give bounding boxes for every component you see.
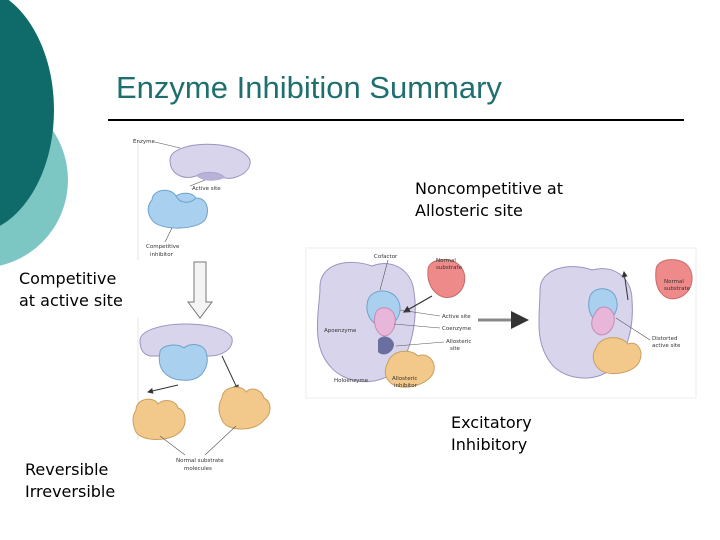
label-active-site: Active site <box>192 186 221 192</box>
label-competitive-inhibitor-1: Competitive <box>146 244 180 250</box>
label-normal-substrate-molecules-2: molecules <box>184 466 212 472</box>
label-distorted-active-site-2: active site <box>652 343 681 349</box>
note-noncompetitive-line-2: Allosteric site <box>415 201 523 220</box>
note-noncompetitive: Noncompetitive at Allosteric site <box>415 178 563 222</box>
note-noncompetitive-line-1: Noncompetitive at <box>415 179 563 198</box>
holoenzyme <box>316 261 416 383</box>
enzyme-top <box>169 143 251 181</box>
release-arrow-icon <box>621 271 629 301</box>
note-excitatory-inhibitory: Excitatory Inhibitory <box>451 412 532 456</box>
pink-substrate-right <box>655 259 693 300</box>
note-inhibitory: Inhibitory <box>451 435 528 454</box>
label-holoenzyme: Holoenzyme <box>334 378 369 384</box>
label-allosteric-site-2: site <box>450 346 461 352</box>
dark-teal-circle <box>0 0 54 226</box>
note-competitive-line-1: Competitive <box>19 269 117 288</box>
label-competitive-inhibitor-2: inhibitor <box>150 252 174 258</box>
label-normal-substrate-molecules-1: Normal substrate <box>176 458 224 464</box>
normal-substrate-left <box>132 398 186 440</box>
normal-substrate-right <box>218 386 271 430</box>
label-normal-substrate-2: substrate <box>436 265 463 271</box>
cofactor-arrow <box>402 295 433 313</box>
label-allosteric-site-1: Allosteric <box>446 339 471 345</box>
label-enzyme: Enzyme <box>133 139 155 145</box>
label-allosteric-inhibitor-2: inhibitor <box>394 383 418 389</box>
page-title: Enzyme Inhibition Summary <box>116 70 502 105</box>
label-normal-substrate-1: Normal <box>436 258 456 264</box>
competitive-inhibitor-top <box>147 189 209 229</box>
label-cofactor: Cofactor <box>374 254 398 260</box>
title-underline <box>108 119 684 121</box>
note-reversible-irreversible: Reversible Irreversible <box>25 459 115 503</box>
label-normal-substrate-right-1: Normal <box>664 279 684 285</box>
label-apoenzyme: Apoenzyme <box>324 328 357 334</box>
label-active-site-2: Active site <box>442 314 471 320</box>
down-arrow-icon <box>187 261 213 319</box>
allosteric-inhibitor-left <box>384 350 435 388</box>
label-normal-substrate-right-2: substrate <box>664 286 691 292</box>
label-coenzyme: Coenzyme <box>442 326 472 332</box>
label-allosteric-inhibitor-1: Allosteric <box>392 376 417 382</box>
allosteric-inhibitor-right <box>592 337 642 375</box>
note-competitive-line-2: at active site <box>19 291 123 310</box>
note-excitatory: Excitatory <box>451 413 532 432</box>
pink-substrate-left <box>427 259 466 298</box>
note-reversible: Reversible <box>25 460 109 479</box>
note-competitive: Competitive at active site <box>19 268 123 312</box>
enzyme-bound <box>139 323 233 381</box>
label-distorted-active-site-1: Distorted <box>652 336 677 342</box>
note-irreversible: Irreversible <box>25 482 116 501</box>
